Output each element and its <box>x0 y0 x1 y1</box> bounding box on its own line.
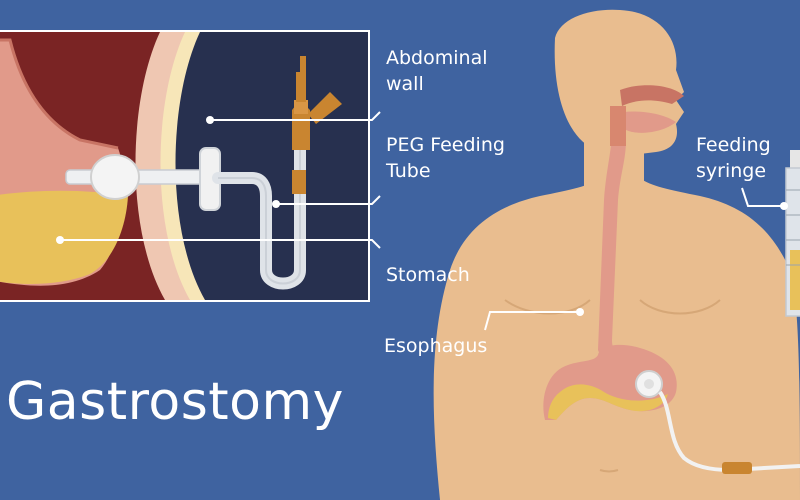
mouth-cavity <box>624 111 676 133</box>
leader-feeding-syringe <box>741 187 784 207</box>
page-title: Gastrostomy <box>6 372 344 432</box>
leader-stomach <box>60 239 381 249</box>
label-stomach: Stomach <box>386 264 470 286</box>
label-peg-tube-line1: PEG Feeding <box>386 134 505 156</box>
head-silhouette <box>554 9 684 181</box>
label-peg-tube-line2: Tube <box>386 160 431 182</box>
feeding-syringe <box>785 150 800 317</box>
torso <box>433 178 800 500</box>
label-abdominal-wall-line2: wall <box>386 73 424 95</box>
label-feeding-syringe-line1: Feeding <box>696 134 771 156</box>
label-abdominal-wall: Abdominal wall <box>386 45 488 97</box>
stomach-contents <box>548 384 668 420</box>
leader-lines <box>56 111 788 331</box>
human-torso <box>433 9 800 500</box>
internal-bumper <box>90 154 140 200</box>
cross-section-inset <box>0 30 370 302</box>
label-esophagus: Esophagus <box>384 335 488 357</box>
label-abdominal-wall-line1: Abdominal <box>386 47 488 69</box>
leader-peg-tube <box>276 195 381 205</box>
nasal-cavity <box>620 85 684 106</box>
leader-esophagus <box>484 311 580 331</box>
tube-connector <box>722 462 752 474</box>
external-feeding-tube <box>658 390 800 473</box>
esophagus <box>598 106 648 373</box>
label-peg-tube: PEG Feeding Tube <box>386 132 505 184</box>
label-feeding-syringe-line2: syringe <box>696 160 767 182</box>
label-feeding-syringe: Feeding syringe <box>696 132 771 184</box>
leader-abdominal-wall <box>210 111 381 121</box>
